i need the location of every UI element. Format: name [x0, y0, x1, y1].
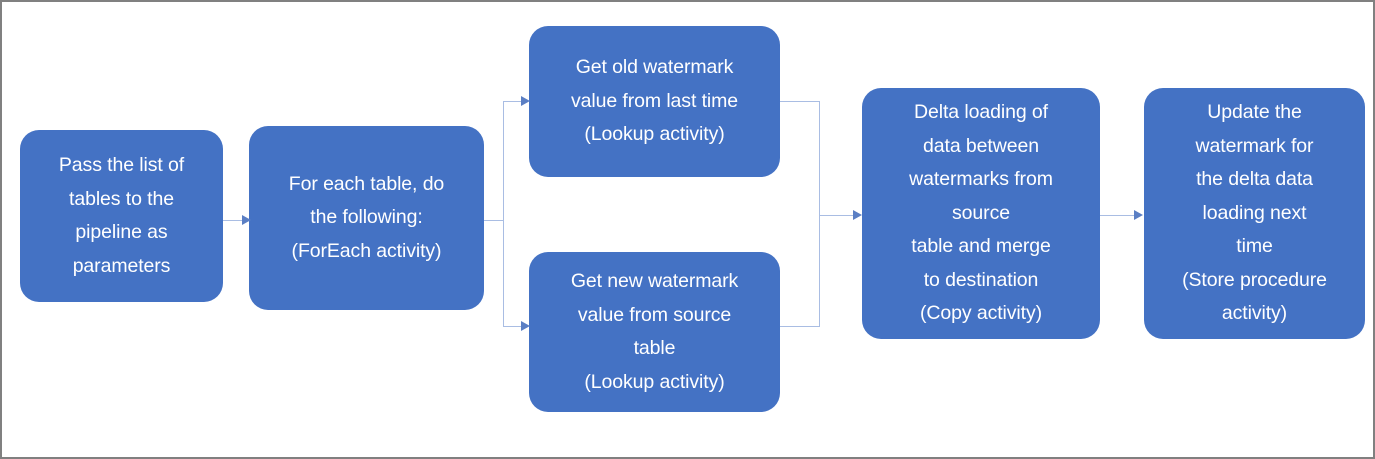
connector-line: [503, 101, 524, 102]
node-label: Delta loading of data between watermarks…: [909, 101, 1053, 325]
connector-line: [503, 101, 504, 326]
arrow-head-icon: [521, 320, 530, 331]
arrow-head-icon: [242, 214, 251, 225]
connector-line: [819, 101, 820, 326]
connector-line: [1100, 215, 1137, 216]
connector-line: [484, 220, 504, 221]
node-label: Update the watermark for the delta data …: [1182, 101, 1327, 325]
node-pass-list-of-tables[interactable]: Pass the list of tables to the pipeline …: [20, 130, 223, 302]
arrow-head-icon: [1134, 209, 1143, 220]
connector-line: [819, 215, 856, 216]
connector-line: [780, 326, 820, 327]
connector-line: [503, 326, 524, 327]
node-update-watermark[interactable]: Update the watermark for the delta data …: [1144, 88, 1365, 339]
node-label: Pass the list of tables to the pipeline …: [58, 154, 185, 277]
node-label: Get new watermark value from source tabl…: [570, 270, 739, 393]
connector-line: [780, 101, 820, 102]
node-label: Get old watermark value from last time (…: [570, 56, 739, 146]
node-get-old-watermark[interactable]: Get old watermark value from last time (…: [529, 26, 780, 177]
node-get-new-watermark[interactable]: Get new watermark value from source tabl…: [529, 252, 780, 412]
node-for-each-table[interactable]: For each table, do the following: (ForEa…: [249, 126, 484, 310]
connector-line: [223, 220, 245, 221]
node-label: For each table, do the following: (ForEa…: [288, 172, 445, 262]
arrow-head-icon: [853, 209, 862, 220]
node-delta-loading[interactable]: Delta loading of data between watermarks…: [862, 88, 1100, 339]
arrow-head-icon: [521, 95, 530, 106]
